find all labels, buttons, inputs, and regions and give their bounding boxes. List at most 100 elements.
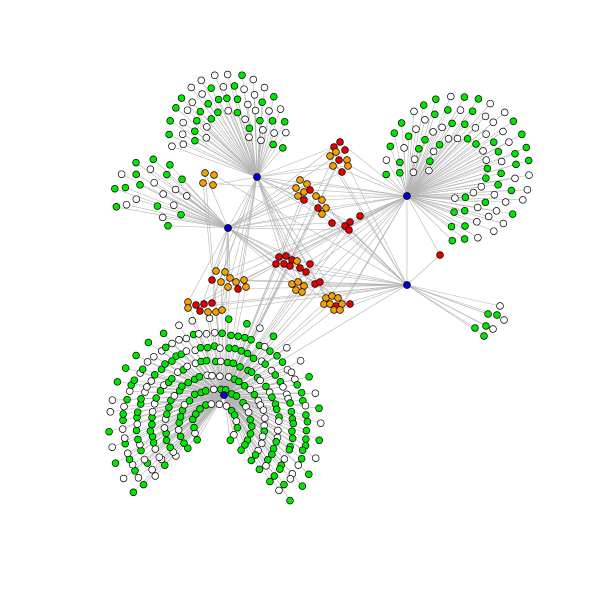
orange-node xyxy=(343,156,351,164)
green-leaf-node xyxy=(201,387,210,395)
graph-edge xyxy=(223,227,229,396)
graph-edge xyxy=(406,131,504,197)
green-leaf-node xyxy=(190,390,199,399)
graph-edge xyxy=(187,284,408,309)
green-leaf-node xyxy=(246,415,255,424)
green-leaf-node xyxy=(139,480,148,489)
red-node xyxy=(314,204,322,212)
orange-node xyxy=(201,169,209,177)
white-leaf-node xyxy=(232,417,241,425)
white-leaf-node xyxy=(286,475,295,483)
graph-edge xyxy=(406,112,505,197)
green-leaf-node xyxy=(144,338,153,347)
white-leaf-node xyxy=(490,227,498,235)
green-leaf-node xyxy=(153,202,162,210)
green-leaf-node xyxy=(149,155,158,164)
white-leaf-node xyxy=(140,455,149,464)
graph-edge xyxy=(406,131,434,197)
green-leaf-node xyxy=(227,331,235,340)
graph-edge xyxy=(235,176,258,283)
green-leaf-node xyxy=(111,459,120,467)
white-leaf-node xyxy=(438,123,446,132)
green-leaf-node xyxy=(268,450,276,459)
green-leaf-node xyxy=(165,403,173,412)
interior-node-group xyxy=(292,176,330,218)
red-node xyxy=(345,226,353,234)
white-leaf-node xyxy=(474,233,482,242)
green-leaf-node xyxy=(522,143,531,152)
graph-edge xyxy=(112,394,225,401)
green-leaf-node xyxy=(177,94,186,102)
green-leaf-node xyxy=(460,235,469,243)
white-leaf-node xyxy=(175,336,183,344)
white-leaf-node xyxy=(477,182,486,191)
white-leaf-node xyxy=(505,138,513,146)
green-leaf-node xyxy=(150,371,159,379)
graph-edge xyxy=(215,227,229,272)
green-leaf-node xyxy=(461,222,469,230)
white-leaf-node xyxy=(182,192,191,200)
white-leaf-node xyxy=(146,165,155,174)
graph-edge xyxy=(291,195,408,285)
green-leaf-node xyxy=(493,311,501,319)
green-leaf-node xyxy=(262,382,270,391)
white-leaf-node xyxy=(259,126,267,134)
graph-edge xyxy=(223,229,350,396)
red-node xyxy=(282,252,290,260)
white-leaf-node xyxy=(492,207,501,215)
interior-node-group xyxy=(328,212,444,259)
green-leaf-node xyxy=(386,142,395,151)
graph-edge xyxy=(406,195,441,256)
graph-edge xyxy=(223,394,322,424)
orange-node xyxy=(224,283,232,291)
graph-edge xyxy=(214,74,258,178)
green-leaf-node xyxy=(396,158,404,167)
green-leaf-node xyxy=(250,390,259,399)
green-leaf-node xyxy=(258,98,266,106)
white-leaf-node xyxy=(473,218,481,226)
white-leaf-node xyxy=(456,106,465,114)
green-leaf-node xyxy=(204,100,212,108)
graph-edge xyxy=(126,204,229,229)
white-leaf-node xyxy=(147,377,156,385)
white-leaf-node xyxy=(143,383,151,391)
green-leaf-node xyxy=(482,322,490,330)
white-leaf-node xyxy=(523,185,532,194)
graph-edge xyxy=(406,141,494,197)
white-leaf-node xyxy=(180,400,189,409)
graph-edge xyxy=(223,86,258,178)
white-leaf-node xyxy=(151,472,160,480)
green-leaf-node xyxy=(507,186,516,195)
graph-edge xyxy=(215,176,258,272)
white-leaf-node xyxy=(256,376,264,385)
white-leaf-node xyxy=(489,118,498,127)
graph-edge xyxy=(305,271,408,286)
white-leaf-node xyxy=(134,474,143,482)
graph-edge xyxy=(123,394,225,479)
graph-edge xyxy=(347,165,408,286)
white-leaf-node xyxy=(207,400,216,408)
white-leaf-node xyxy=(501,198,510,206)
graph-edge xyxy=(256,132,287,178)
green-leaf-node xyxy=(289,419,298,428)
orange-node xyxy=(226,274,234,282)
white-leaf-node xyxy=(250,91,259,99)
orange-node xyxy=(298,288,306,296)
white-leaf-node xyxy=(171,185,180,194)
graph-edge xyxy=(227,149,346,229)
white-leaf-node xyxy=(178,130,187,138)
green-leaf-node xyxy=(193,116,201,125)
white-leaf-node xyxy=(274,426,282,435)
hub-right-node xyxy=(403,192,411,200)
graph-edge xyxy=(215,311,225,396)
green-leaf-node xyxy=(460,206,469,215)
green-leaf-node xyxy=(231,344,239,353)
green-leaf-node xyxy=(448,119,456,128)
green-leaf-node xyxy=(237,347,246,355)
graph-edge xyxy=(406,195,466,227)
green-leaf-node xyxy=(415,145,423,153)
graph-edge xyxy=(406,195,489,217)
white-leaf-node xyxy=(148,465,156,474)
green-leaf-node xyxy=(431,110,439,119)
white-leaf-node xyxy=(155,453,164,461)
